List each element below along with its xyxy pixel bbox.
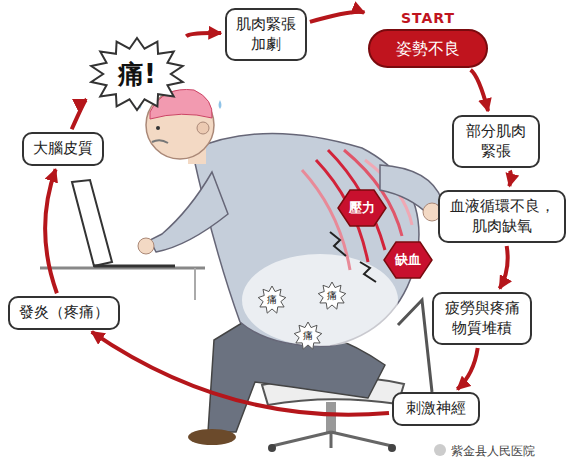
cycle-arrow <box>72 100 87 130</box>
hexagon-tag: 缺血 <box>384 242 432 278</box>
cycle-arrow <box>471 70 489 111</box>
cycle-arrow <box>92 332 389 415</box>
cycle-arrow <box>509 171 510 186</box>
lightning <box>330 232 346 256</box>
cycle-arrow <box>457 348 477 389</box>
chair-base <box>272 432 392 448</box>
watermark: 紫金县人民医院 <box>448 442 538 461</box>
pain-glow <box>242 254 398 346</box>
node-text: 大腦皮質 <box>32 139 94 159</box>
laptop-base <box>94 265 175 268</box>
node-text: 刺激神經 <box>402 399 470 419</box>
watermark-icon <box>434 444 446 456</box>
mini-shape <box>318 282 346 309</box>
pain-mark: 痛 <box>318 282 346 310</box>
muscle-strain <box>328 150 385 250</box>
pain-mark: 痛 <box>294 322 322 350</box>
node-text: 發炎（疼痛） <box>18 303 110 323</box>
cycle-arrow <box>186 33 221 36</box>
mini-shape <box>294 322 322 349</box>
burst-shape <box>91 38 183 110</box>
process-box: 部分肌肉緊張 <box>452 115 540 168</box>
start-heading: START <box>368 10 488 26</box>
ear <box>197 122 209 134</box>
cycle-arrow <box>310 12 364 22</box>
desk <box>40 267 205 270</box>
caster <box>388 444 396 452</box>
pain-mark: 痛 <box>258 286 286 314</box>
process-box: 血液循環不良，肌肉缺氧 <box>438 190 566 243</box>
node-text: 姿勢不良 <box>368 29 488 68</box>
hex-shape <box>384 242 432 278</box>
hand <box>138 238 154 254</box>
node-text: 部分肌肉緊張 <box>462 122 530 161</box>
cycle-arrow <box>45 169 57 293</box>
laptop-screen <box>72 180 112 266</box>
process-box: 發炎（疼痛） <box>8 296 120 330</box>
caster <box>268 444 276 452</box>
hexagon-tag: 壓力 <box>338 190 386 226</box>
node-text: 壓力 <box>349 199 375 217</box>
mustache <box>152 140 168 143</box>
node-text: 疲勞與疼痛物質堆積 <box>442 299 522 338</box>
process-box: 大腦皮質 <box>22 132 104 166</box>
node-text: 痛 <box>303 329 313 343</box>
lightning <box>360 262 376 282</box>
process-box: 疲勞與疼痛物質堆積 <box>432 292 532 345</box>
hex-shape <box>338 190 386 226</box>
desk-leg <box>194 268 196 300</box>
muscle-strain <box>302 170 350 270</box>
node-text: 痛! <box>118 57 156 92</box>
shoe <box>188 429 236 445</box>
chair-back <box>398 300 432 392</box>
node-text: 肌肉緊張加劇 <box>235 15 297 54</box>
cycle-arrow <box>500 246 508 289</box>
process-box: 肌肉緊張加劇 <box>225 8 307 61</box>
chair-stem <box>326 402 336 432</box>
front-arm <box>150 172 228 252</box>
start-node: START 姿勢不良 <box>368 10 488 68</box>
pain-burst: 痛! <box>90 38 184 110</box>
node-text: 痛 <box>267 293 277 307</box>
eye <box>156 126 160 130</box>
process-box: 刺激神經 <box>392 392 480 426</box>
node-text: 痛 <box>327 289 337 303</box>
node-text: 血液循環不良，肌肉缺氧 <box>448 197 556 236</box>
node-text: 缺血 <box>395 251 421 269</box>
mini-shape <box>258 286 286 313</box>
sweat <box>219 100 222 109</box>
